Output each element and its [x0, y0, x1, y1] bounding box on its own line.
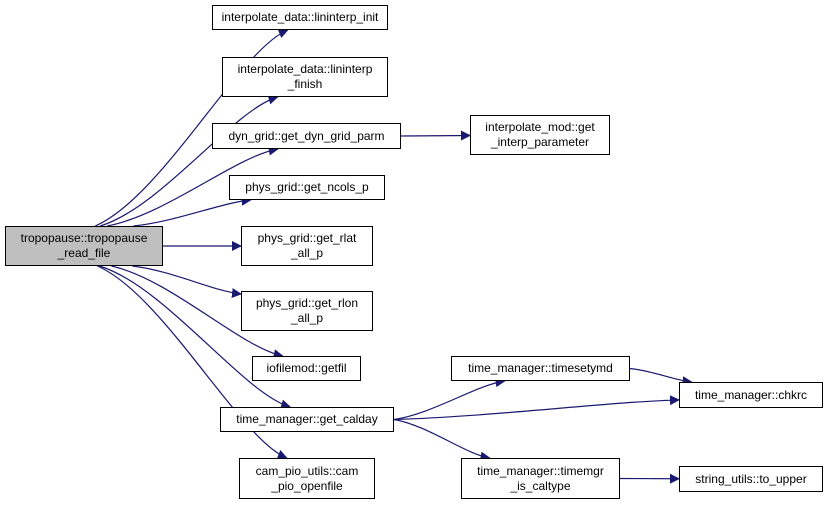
node-label: interpolate_mod::get _interp_parameter — [485, 120, 595, 149]
node-label: time_manager::get_calday — [236, 412, 378, 426]
node-label: time_manager::timesetymd — [468, 361, 613, 375]
edge-root-to-getfil — [111, 265, 284, 360]
node-chkrc[interactable]: time_manager::chkrc — [679, 382, 823, 408]
node-label: time_manager::timemgr _is_caltype — [477, 463, 604, 493]
edge-get_calday-to-chkrc — [393, 395, 680, 421]
edge-root-to-get_calday — [99, 265, 292, 410]
edge-root-to-get_dyn_grid_parm — [107, 145, 279, 227]
node-lininterp-finish[interactable]: interpolate_data::lininterp _finish — [222, 57, 388, 97]
edge-root-to-get_ncols_p — [133, 195, 252, 227]
edge-get_calday-to-timemgr_is_caltype — [393, 418, 491, 462]
node-getfil[interactable]: iofilemod::getfil — [252, 356, 361, 381]
node-label: string_utils::to_upper — [695, 471, 807, 486]
edge-root-to-get_rlon_all_p — [132, 265, 242, 299]
node-get-rlon-all-p[interactable]: phys_grid::get_rlon _all_p — [241, 291, 373, 331]
node-get-interp-parameter[interactable]: interpolate_mod::get _interp_parameter — [470, 115, 610, 155]
edge-root-to-lininterp_finish — [100, 94, 279, 227]
node-get-rlat-all-p[interactable]: phys_grid::get_rlat _all_p — [241, 226, 373, 266]
node-label: phys_grid::get_rlon _all_p — [255, 296, 359, 325]
node-cam-pio-openfile[interactable]: cam_pio_utils::cam _pio_openfile — [239, 458, 375, 499]
node-get-ncols-p[interactable]: phys_grid::get_ncols_p — [229, 175, 385, 200]
node-get-calday[interactable]: time_manager::get_calday — [220, 407, 394, 432]
node-label: tropopause::tropopause _read_file — [20, 231, 148, 260]
node-label: time_manager::chkrc — [694, 387, 808, 402]
node-to-upper[interactable]: string_utils::to_upper — [679, 466, 823, 492]
node-label: phys_grid::get_ncols_p — [245, 180, 369, 194]
edge-root-to-lininterp_init — [94, 28, 289, 227]
root-node-tropopause-read-file: tropopause::tropopause _read_file — [5, 226, 163, 266]
node-label: iofilemod::getfil — [266, 361, 347, 375]
node-timemgr-is-caltype[interactable]: time_manager::timemgr _is_caltype — [461, 458, 620, 499]
node-timesetymd[interactable]: time_manager::timesetymd — [451, 356, 630, 381]
edge-timesetymd-to-chkrc — [629, 367, 693, 387]
node-label: interpolate_data::lininterp _finish — [237, 62, 373, 91]
node-label: interpolate_data::lininterp_init — [221, 10, 379, 24]
node-label: phys_grid::get_rlat _all_p — [257, 231, 357, 260]
node-get-dyn-grid-parm[interactable]: dyn_grid::get_dyn_grid_parm — [212, 123, 401, 149]
edge-get_calday-to-timesetymd — [393, 377, 506, 421]
node-label: cam_pio_utils::cam _pio_openfile — [255, 463, 359, 493]
node-label: dyn_grid::get_dyn_grid_parm — [228, 128, 385, 143]
node-lininterp-init[interactable]: interpolate_data::lininterp_init — [212, 5, 388, 30]
edge-root-to-cam_pio_openfile — [97, 265, 288, 460]
